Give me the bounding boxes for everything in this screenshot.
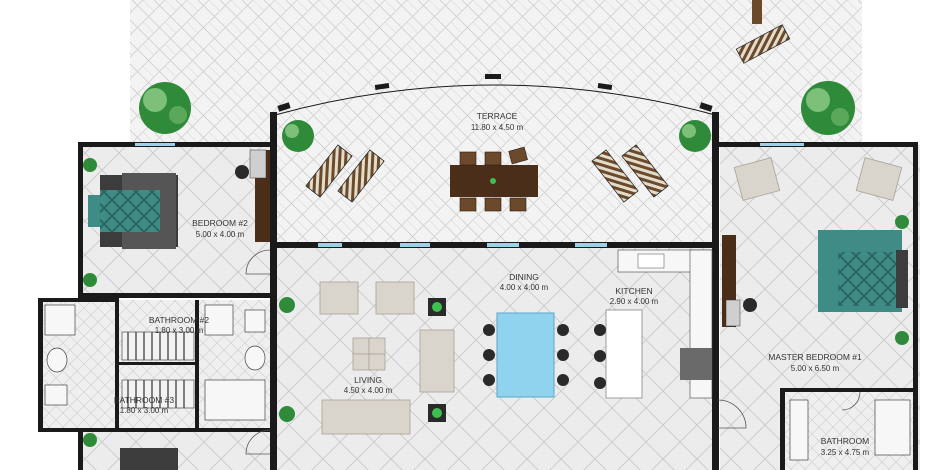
dining-table-icon [483,312,569,398]
windows [135,143,804,247]
terrace-name: TERRACE [477,111,518,121]
plant-icon [679,120,711,152]
plant-icon [801,81,855,135]
dining-name: DINING [509,272,539,282]
desk-chair-icon [235,149,267,179]
plant-icon [282,120,314,152]
master-name: MASTER BEDROOM #1 [768,352,862,362]
kitchen-dims: 2.90 x 4.00 m [610,297,659,306]
terrace-arc [274,84,716,116]
terrace-dims: 11.80 x 4.50 m [471,123,524,132]
bedroom2-dims: 5.00 x 4.00 m [196,230,245,239]
dining-dims: 4.00 x 4.00 m [500,283,549,292]
bathroom2-name: BATHROOM #2 [149,315,210,325]
living-dining-floor [275,245,715,470]
sofa-icons [319,281,455,435]
stairs [121,331,195,409]
bed-icon [88,173,178,249]
living-name: LIVING [354,375,382,385]
master-desk-icon [725,298,757,327]
bathroom2-dims: 1.80 x 3.00 m [155,326,204,335]
room-labels: TERRACE 11.80 x 4.50 m BEDROOM #2 5.00 x… [114,111,870,457]
bathroom-dims: 3.25 x 4.75 m [821,448,870,457]
bathroom-name: BATHROOM [821,436,869,446]
living-dims: 4.50 x 4.00 m [344,386,393,395]
plant-icon [139,82,191,134]
doors [245,249,861,455]
master-dims: 5.00 x 6.50 m [791,364,840,373]
bathroom3-dims: 1.80 x 3.00 m [120,406,169,415]
bedroom2-name: BEDROOM #2 [192,218,248,228]
plant-box-icons [428,298,446,422]
lower-bed-icon [120,448,178,470]
lounger-icons [305,0,791,203]
terrace-columns [277,74,713,112]
bathroom3-name: BATHROOM #3 [114,395,175,405]
small-plant-icons [83,158,909,447]
kitchen-fixtures [594,249,713,399]
terrace-dining-set [450,146,538,212]
kitchen-name: KITCHEN [615,286,652,296]
bath-fixtures [44,304,911,461]
armchair-icons [733,157,903,201]
master-bed-icon [818,230,908,312]
